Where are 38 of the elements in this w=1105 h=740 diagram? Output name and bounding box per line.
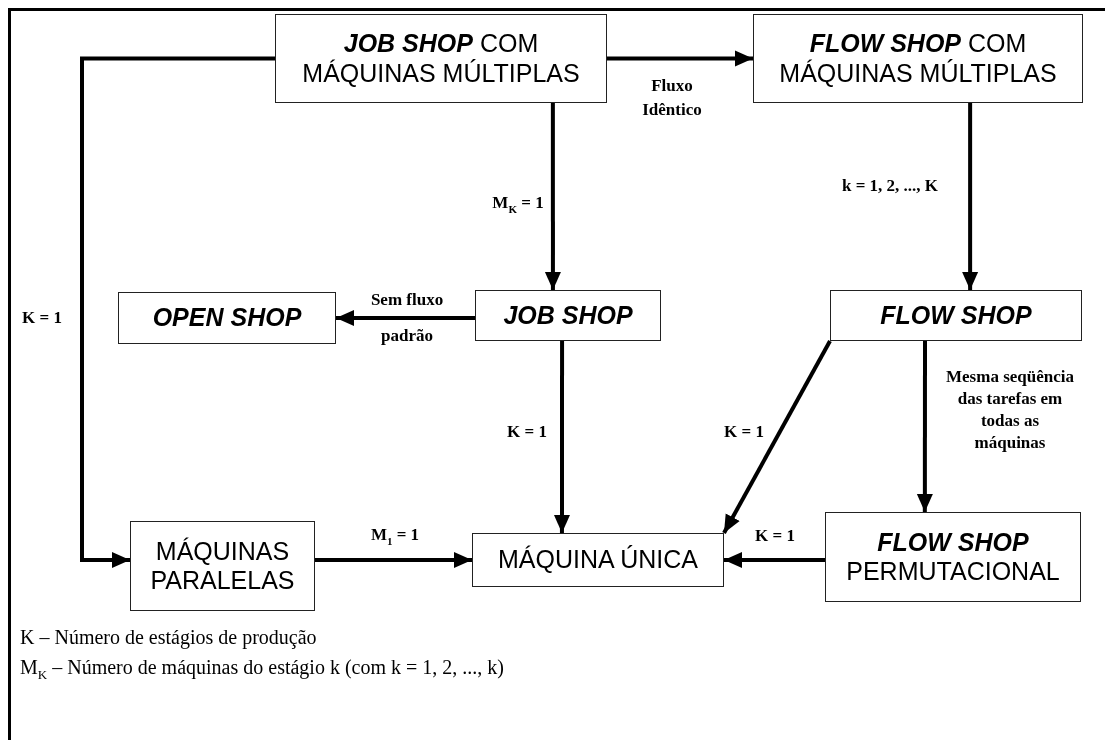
box-label: OPEN SHOP [152, 303, 302, 333]
legend-note: M$_{K}$ – Número de máquinas do estágio k (com k = 1, 2, ..., k) [20, 656, 504, 683]
process-box [130, 521, 315, 611]
arrow [722, 340, 832, 534]
edge-label: M$_{1}$ = 1 [369, 525, 421, 549]
arrow [916, 341, 933, 512]
edge-label: K = 1 [21, 308, 63, 328]
process-box [475, 290, 661, 341]
process-box [118, 292, 336, 344]
process-box [830, 290, 1082, 341]
arrow [607, 50, 753, 67]
box-label: FLOW SHOP [880, 300, 1032, 331]
legend-note: K – Número de estágios de produção [20, 626, 317, 649]
arrow [553, 341, 570, 533]
process-box [472, 533, 724, 587]
arrow [724, 552, 825, 568]
edge-label: Mesma seqüência das tarefas em todas as máquinas [945, 366, 1075, 454]
process-box [753, 14, 1083, 103]
box-label: JOB SHOP COM MÁQUINAS MÚLTIPLAS [301, 29, 581, 88]
arrow [80, 56, 275, 568]
edge-label: k = 1, 2, ..., K [840, 176, 940, 196]
edge-label: K = 1 [506, 422, 548, 442]
edge-label: Fluxo Idêntico [641, 75, 703, 121]
arrow [315, 552, 472, 568]
box-label: FLOW SHOP COM MÁQUINAS MÚLTIPLAS [778, 29, 1058, 88]
box-label: MÁQUINAS PARALELAS [149, 536, 296, 596]
edge-label: K = 1 [723, 422, 765, 442]
edge-label: Sem fluxo padrão [369, 289, 445, 347]
arrow [962, 103, 979, 290]
process-box [825, 512, 1081, 602]
edge-label: K = 1 [754, 526, 796, 546]
edge-label: M$_{K}$ = 1 [491, 193, 545, 217]
arrow [336, 310, 475, 326]
process-box [275, 14, 607, 103]
box-label: JOB SHOP [503, 300, 633, 331]
arrow [544, 103, 561, 290]
box-label: MÁQUINA ÚNICA [498, 545, 698, 575]
box-label: FLOW SHOP PERMUTACIONAL [846, 527, 1060, 587]
